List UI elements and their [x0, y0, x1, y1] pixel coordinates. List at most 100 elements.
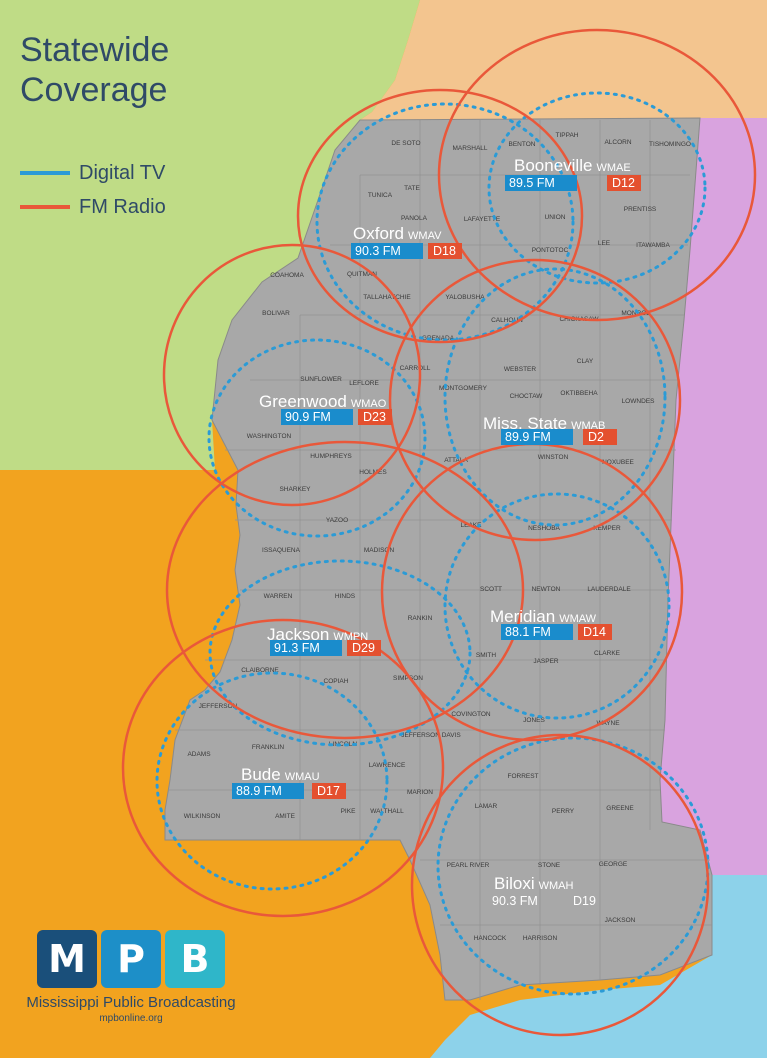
page-title: Statewide Coverage	[20, 30, 169, 110]
county-label-choctaw: CHOCTAW	[510, 393, 544, 400]
county-label-oktibbeha: OKTIBBEHA	[560, 390, 598, 397]
county-label-lee: LEE	[598, 240, 611, 247]
county-label-forrest: FORREST	[507, 773, 538, 780]
station-city-jackson: Jackson	[267, 625, 329, 644]
fm-coverage-jackson	[165, 440, 525, 740]
station-city-miss-state: Miss. State	[483, 414, 567, 433]
county-label-lamar: LAMAR	[475, 803, 498, 810]
county-label-holmes: HOLMES	[359, 469, 387, 476]
station-callsign-oxford: WMAV	[408, 230, 442, 242]
station-fm-biloxi: 90.3 FM	[492, 894, 538, 908]
county-label-amite: AMITE	[275, 813, 296, 820]
station-tv-bude: D17	[317, 784, 340, 798]
county-label-carroll: CARROLL	[400, 365, 431, 372]
fm-coverage-greenwood	[162, 243, 422, 507]
county-label-yazoo: YAZOO	[326, 517, 348, 524]
county-label-lowndes: LOWNDES	[622, 398, 656, 405]
tv-badge-bude	[312, 783, 346, 799]
fm-badge-bude	[232, 783, 304, 799]
county-label-wilkinson: WILKINSON	[184, 813, 221, 820]
fm-coverage-booneville	[437, 28, 757, 322]
legend-label-fm-radio: FM Radio	[79, 195, 166, 218]
gulf-region	[430, 875, 767, 1058]
station-callsign-biloxi: WMAH	[539, 880, 574, 892]
tv-coverage-bude	[155, 671, 389, 891]
station-city-meridian: Meridian	[490, 607, 555, 626]
county-label-simpson: SIMPSON	[393, 675, 423, 682]
title-line-1: Statewide	[20, 31, 170, 69]
fm-badge-oxford	[351, 243, 423, 259]
county-label-union: UNION	[545, 214, 566, 221]
county-label-yalobusha: YALOBUSHA	[445, 294, 485, 301]
county-label-neshoba: NESHOBA	[528, 525, 560, 532]
legend: Digital TV FM Radio	[20, 156, 166, 224]
station-fm-greenwood: 90.9 FM	[285, 410, 331, 424]
county-label-pike: PIKE	[341, 808, 356, 815]
county-label-pontotoc: PONTOTOC	[532, 247, 569, 254]
county-label-sunflower: SUNFLOWER	[300, 376, 342, 383]
tv-coverage-jackson	[208, 559, 472, 747]
county-label-monroe: MONROE	[621, 310, 651, 317]
station-tv-oxford: D18	[433, 244, 456, 258]
county-label-tippah: TIPPAH	[556, 132, 579, 139]
county-label-smith: SMITH	[476, 652, 497, 659]
station-tv-booneville: D12	[612, 176, 635, 190]
county-label-tate: TATE	[404, 185, 420, 192]
station-city-bude: Bude	[241, 765, 281, 784]
county-label-marshall: MARSHALL	[452, 145, 487, 152]
fm-coverage-oxford	[296, 88, 584, 344]
legend-label-digital-tv: Digital TV	[79, 161, 166, 184]
logo-url: mpbonline.org	[99, 1013, 163, 1024]
mississippi-state	[164, 117, 713, 1001]
county-label-tishomingo: TISHOMINGO	[649, 141, 691, 148]
county-label-rankin: RANKIN	[408, 615, 433, 622]
station-tv-biloxi: D19	[573, 894, 596, 908]
arkansas-region	[0, 0, 420, 470]
county-label-lauderdale: LAUDERDALE	[587, 586, 631, 593]
county-label-benton: BENTON	[509, 141, 536, 148]
station-fm-jackson: 91.3 FM	[274, 641, 320, 655]
station-fm-miss-state: 89.9 FM	[505, 430, 551, 444]
county-label-wayne: WAYNE	[596, 720, 620, 727]
county-label-panola: PANOLA	[401, 215, 428, 222]
county-labels: DE SOTO MARSHALL BENTON TIPPAH ALCORN TISHOMI…	[184, 132, 691, 942]
county-label-itawamba: ITAWAMBA	[636, 242, 670, 249]
tv-coverage-oxford	[315, 102, 575, 342]
station-fm-booneville: 89.5 FM	[509, 176, 555, 190]
station-city-biloxi: Biloxi	[494, 874, 535, 893]
county-label-george: GEORGE	[599, 861, 628, 868]
county-label-newton: NEWTON	[532, 586, 561, 593]
tv-coverage-greenwood	[207, 338, 427, 538]
county-label-tallahatchie: TALLAHATCHIE	[363, 294, 411, 301]
county-label-hancock: HANCOCK	[474, 935, 507, 942]
station-fm-bude: 88.9 FM	[236, 784, 282, 798]
station-fm-oxford: 90.3 FM	[355, 244, 401, 258]
legend-item-digital-tv: Digital TV	[20, 156, 166, 190]
county-label-montgomery: MONTGOMERY	[439, 385, 488, 392]
county-label-washington: WASHINGTON	[247, 433, 292, 440]
station-callsign-meridian: WMAW	[559, 613, 596, 625]
fm-badge-miss-state	[501, 429, 573, 445]
tv-coverage-booneville	[487, 91, 707, 285]
fm-radio-swatch	[20, 205, 70, 209]
county-label-calhoun: CALHOUN	[491, 317, 523, 324]
county-label-kemper: KEMPER	[593, 525, 621, 532]
tv-badge-booneville	[607, 175, 641, 191]
county-label-de-soto: DE SOTO	[391, 140, 420, 147]
digital-tv-coverage	[155, 91, 710, 996]
station-city-greenwood: Greenwood	[259, 392, 347, 411]
fm-radio-coverage	[121, 28, 757, 1037]
legend-item-fm-radio: FM Radio	[20, 190, 166, 224]
station-tv-meridian: D14	[583, 625, 606, 639]
logo-tiles: M P B	[16, 930, 246, 988]
tv-badge-jackson	[347, 640, 381, 656]
county-label-issaquena: ISSAQUENA	[262, 547, 301, 554]
logo-tile-p: P	[101, 930, 161, 988]
county-label-harrison: HARRISON	[523, 935, 558, 942]
county-label-alcorn: ALCORN	[604, 139, 631, 146]
county-label-webster: WEBSTER	[504, 366, 536, 373]
